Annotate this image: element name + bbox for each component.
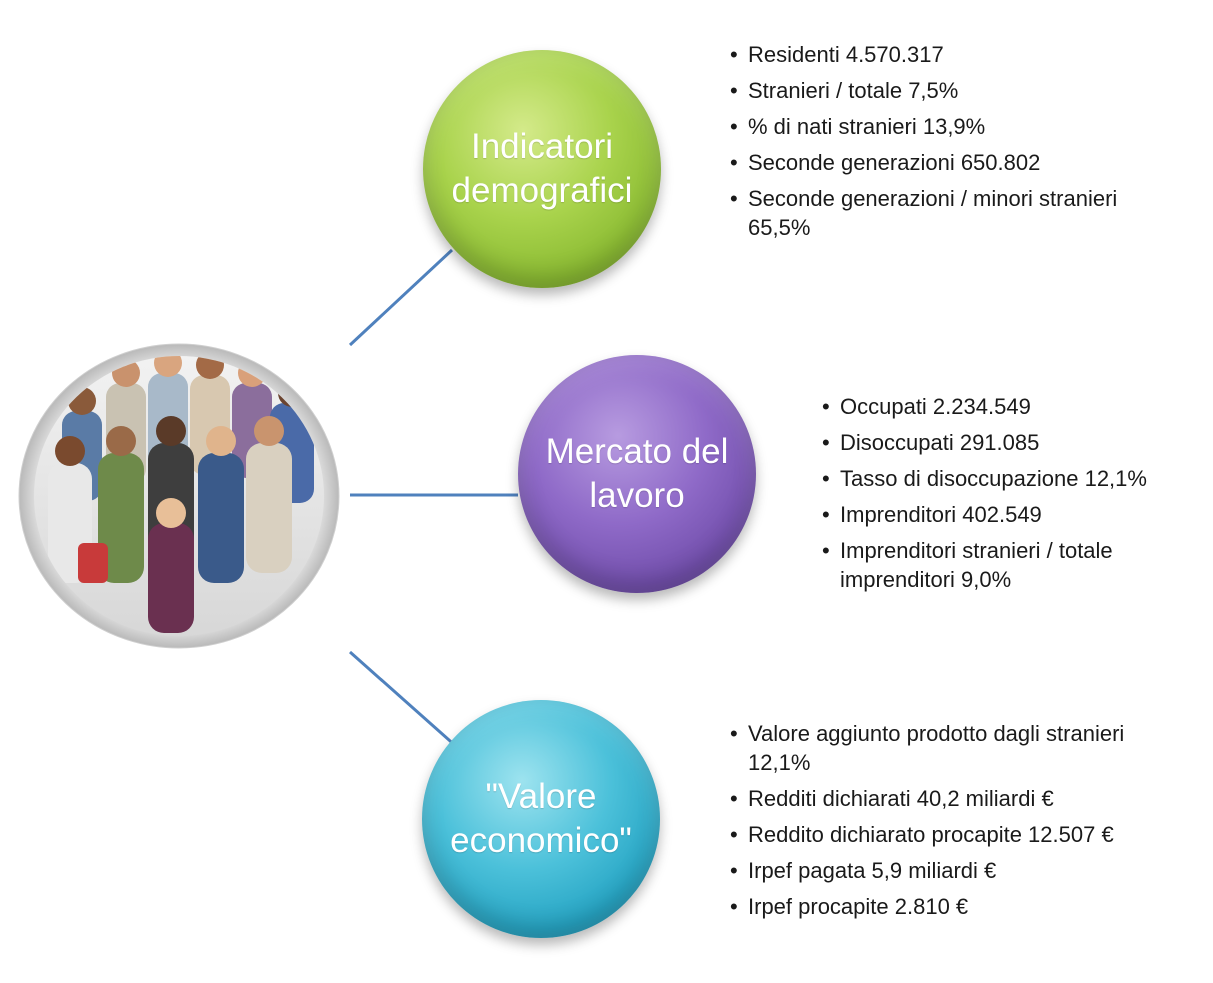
- list-item: Redditi dichiarati 40,2 miliardi €: [730, 784, 1190, 813]
- list-item: Valore aggiunto prodotto dagli stranieri…: [730, 719, 1190, 777]
- node-indicatori-demografici: Indicatori demografici: [423, 50, 661, 288]
- list-valore-economico: Valore aggiunto prodotto dagli stranieri…: [730, 719, 1190, 928]
- list-item: Stranieri / totale 7,5%: [730, 76, 1130, 105]
- list-item: Imprenditori 402.549: [822, 500, 1212, 529]
- list-item: Reddito dichiarato procapite 12.507 €: [730, 820, 1190, 849]
- node-valore-economico: "Valore economico": [422, 700, 660, 938]
- list-item: Imprenditori stranieri / totale imprendi…: [822, 536, 1212, 594]
- list-item: Seconde generazioni 650.802: [730, 148, 1130, 177]
- node-label: "Valore economico": [450, 777, 632, 860]
- group-photo: [18, 343, 340, 649]
- list-item: Disoccupati 291.085: [822, 428, 1212, 457]
- list-mercato-del-lavoro: Occupati 2.234.549 Disoccupati 291.085 T…: [822, 392, 1212, 601]
- connector-econ: [349, 650, 459, 750]
- list-item: Tasso di disoccupazione 12,1%: [822, 464, 1212, 493]
- list-item: Irpef procapite 2.810 €: [730, 892, 1190, 921]
- list-item: Occupati 2.234.549: [822, 392, 1212, 421]
- list-item: Residenti 4.570.317: [730, 40, 1130, 69]
- node-label: Mercato del lavoro: [545, 432, 729, 515]
- list-item: Seconde generazioni / minori stranieri 6…: [730, 184, 1130, 242]
- node-mercato-del-lavoro: Mercato del lavoro: [518, 355, 756, 593]
- node-label: Indicatori demografici: [451, 127, 633, 210]
- list-item: Irpef pagata 5,9 miliardi €: [730, 856, 1190, 885]
- list-item: % di nati stranieri 13,9%: [730, 112, 1130, 141]
- list-indicatori-demografici: Residenti 4.570.317 Stranieri / totale 7…: [730, 40, 1130, 249]
- connector-demo: [348, 248, 454, 347]
